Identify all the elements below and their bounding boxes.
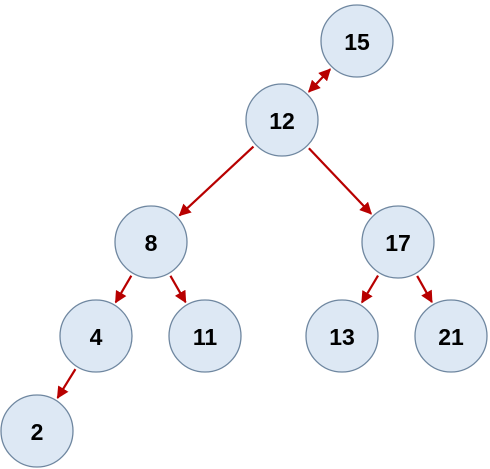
tree-node-2: 2 bbox=[0, 394, 74, 468]
edge-n12-n17 bbox=[308, 147, 372, 215]
nodes: 15 12 8 17 4 11 13 21 2 bbox=[0, 4, 488, 468]
node-label: 13 bbox=[329, 324, 355, 350]
edge-n8-n4 bbox=[114, 275, 133, 304]
node-label: 4 bbox=[90, 324, 103, 350]
edge-n12-n15 bbox=[308, 68, 331, 93]
node-label: 11 bbox=[193, 324, 218, 350]
tree-node-21: 21 bbox=[414, 299, 488, 373]
node-label: 15 bbox=[344, 29, 370, 55]
edge-n17-n13 bbox=[361, 274, 379, 304]
node-circle bbox=[320, 4, 394, 78]
tree-node-8: 8 bbox=[114, 205, 188, 279]
node-label: 12 bbox=[269, 108, 295, 134]
tree-node-4: 4 bbox=[59, 299, 133, 373]
node-circle bbox=[414, 299, 488, 373]
tree-node-12: 12 bbox=[245, 83, 319, 157]
node-label: 21 bbox=[438, 324, 464, 350]
tree-node-13: 13 bbox=[305, 299, 379, 373]
node-circle bbox=[59, 299, 133, 373]
edge-n4-n2 bbox=[56, 368, 77, 399]
edge-n17-n21 bbox=[416, 275, 433, 304]
node-label: 8 bbox=[145, 230, 158, 256]
node-circle bbox=[168, 299, 242, 373]
node-circle bbox=[114, 205, 188, 279]
node-label: 17 bbox=[385, 230, 411, 256]
node-circle bbox=[361, 205, 435, 279]
tree-node-17: 17 bbox=[361, 205, 435, 279]
node-label: 2 bbox=[31, 419, 44, 445]
node-circle bbox=[0, 394, 74, 468]
edges bbox=[56, 68, 433, 399]
tree-node-15: 15 bbox=[320, 4, 394, 78]
node-circle bbox=[245, 83, 319, 157]
tree-node-11: 11 bbox=[168, 299, 242, 373]
edge-n8-n11 bbox=[169, 275, 187, 304]
node-circle bbox=[305, 299, 379, 373]
edge-n12-n8 bbox=[178, 145, 255, 217]
